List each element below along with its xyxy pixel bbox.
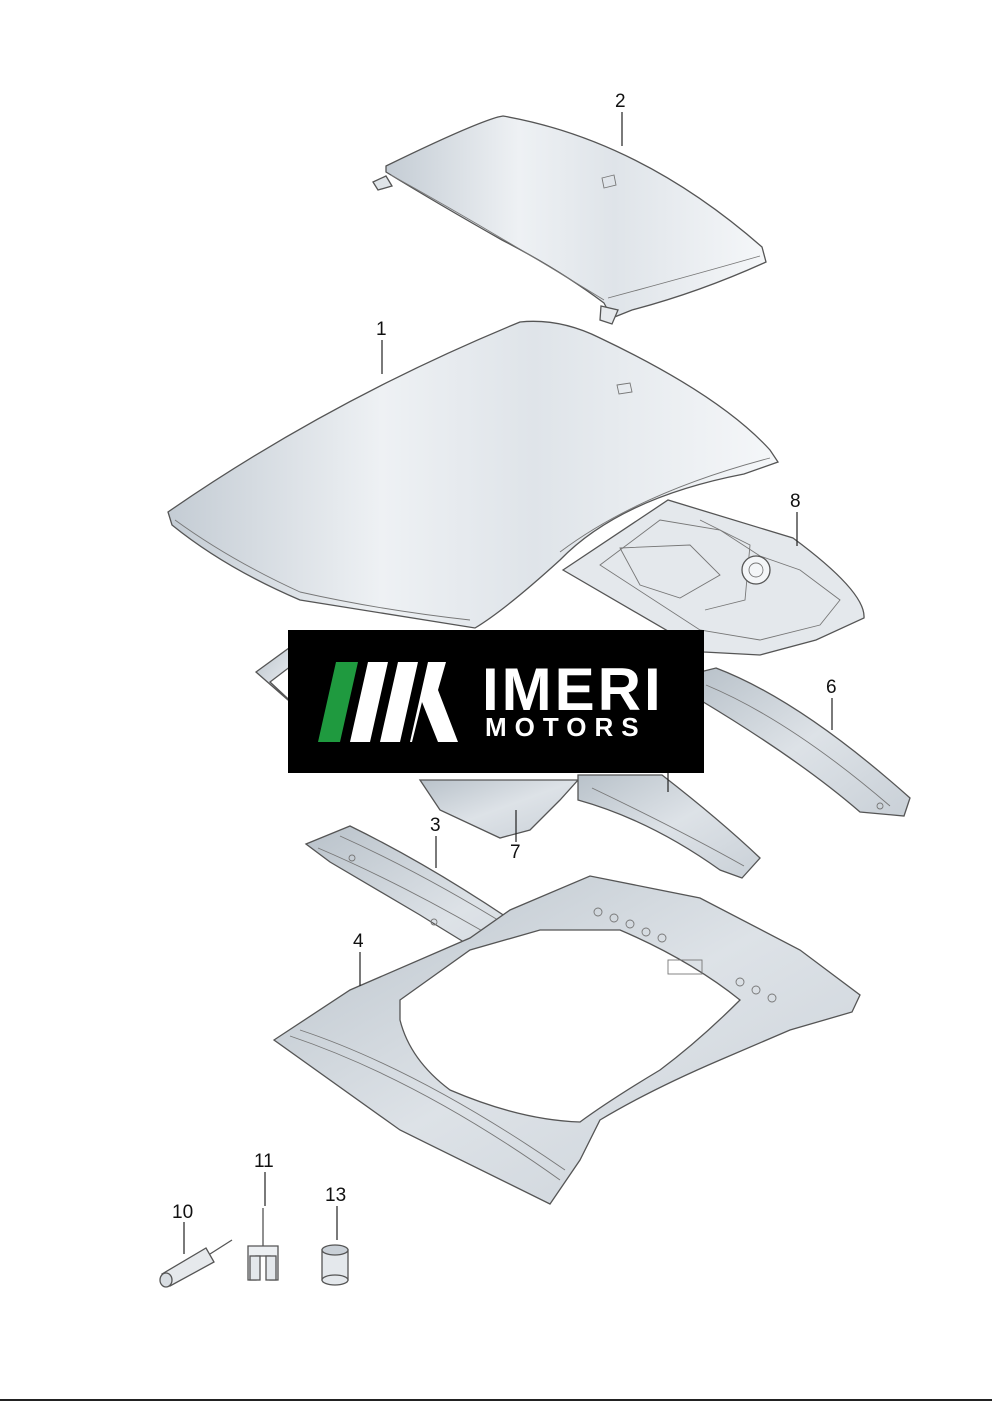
logo-stripes-icon <box>318 662 458 742</box>
roof-frame-base <box>272 875 861 1205</box>
part-10-pin <box>159 1239 233 1288</box>
callout-11: 11 <box>254 1151 274 1172</box>
part-13-cap <box>321 1244 349 1286</box>
roof-cross-rail-center <box>577 774 761 879</box>
roof-panel-upper <box>372 115 767 325</box>
callout-8: 8 <box>790 491 801 512</box>
watermark-logo: IMERI MOTORS <box>288 630 704 773</box>
bottom-rule <box>0 1399 992 1401</box>
logo-subword: MOTORS <box>485 712 647 742</box>
logo-stripe-green <box>318 662 358 742</box>
logo-stripe-2 <box>380 662 418 742</box>
callout-7: 7 <box>510 842 521 863</box>
callout-1: 1 <box>376 319 387 340</box>
callout-6: 6 <box>826 677 837 698</box>
logo-stripe-3 <box>410 662 458 742</box>
part-11-clip <box>247 1208 279 1281</box>
callout-4: 4 <box>353 931 364 952</box>
callout-2: 2 <box>615 91 626 112</box>
callout-13: 13 <box>325 1185 346 1206</box>
callout-3: 3 <box>430 815 441 836</box>
callout-10: 10 <box>172 1202 193 1223</box>
roof-panel-outer <box>167 320 780 629</box>
logo-stripe-1 <box>350 662 388 742</box>
roof-side-rail <box>699 667 911 817</box>
logo-word: IMERI <box>482 656 664 723</box>
roof-insulation-pad <box>561 499 865 656</box>
